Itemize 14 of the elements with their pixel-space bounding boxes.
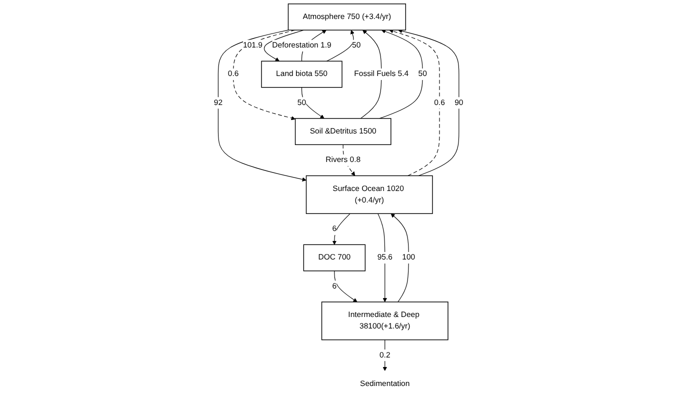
arrow <box>332 213 351 245</box>
arrow <box>334 270 358 302</box>
arrow <box>380 29 424 119</box>
arrow <box>378 213 388 302</box>
arrow <box>390 29 440 176</box>
arrow <box>264 30 305 62</box>
arrow <box>383 340 388 372</box>
arrow <box>398 28 460 176</box>
arrow <box>302 87 325 119</box>
arrow <box>391 213 410 302</box>
arrow <box>218 30 307 182</box>
arrow <box>360 30 382 119</box>
arrow <box>326 30 355 62</box>
arrow <box>233 30 296 120</box>
